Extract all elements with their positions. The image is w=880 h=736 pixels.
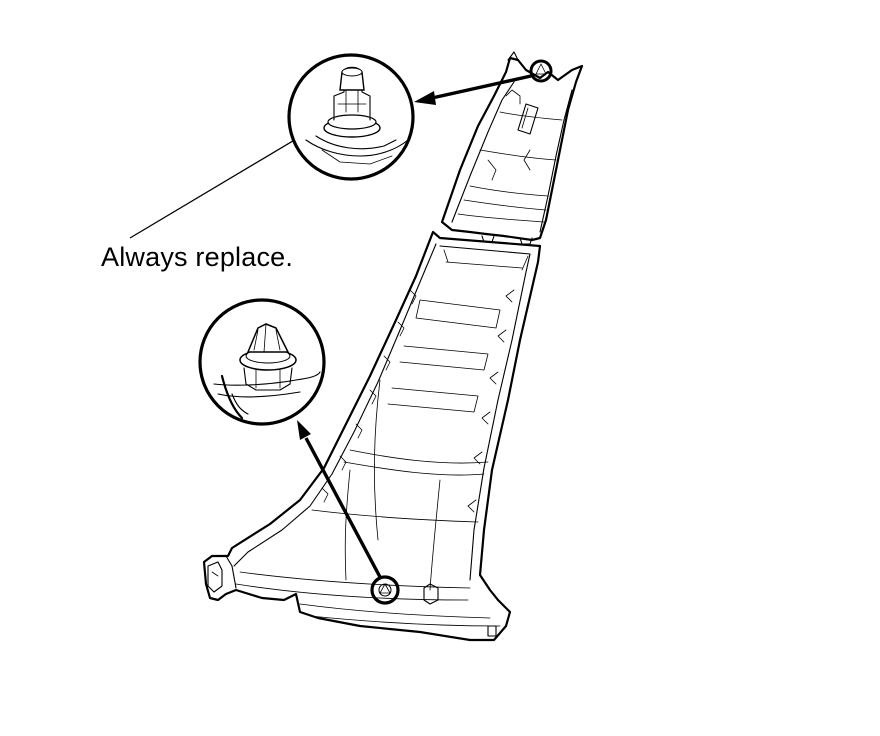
lower-clip-leader-arrow	[297, 420, 382, 578]
lower-clip-locator	[370, 575, 400, 605]
callout-leader-line	[129, 125, 319, 239]
upper-clip-locator	[529, 59, 553, 83]
upper-pillar-trim-panel	[440, 51, 584, 245]
upper-clip-leader-arrow	[414, 74, 532, 105]
lower-clip-detail-circle	[198, 298, 326, 426]
upper-clip-detail-circle	[287, 53, 415, 181]
always-replace-note: Always replace.	[101, 242, 294, 272]
lower-pillar-trim-panel	[202, 230, 542, 642]
